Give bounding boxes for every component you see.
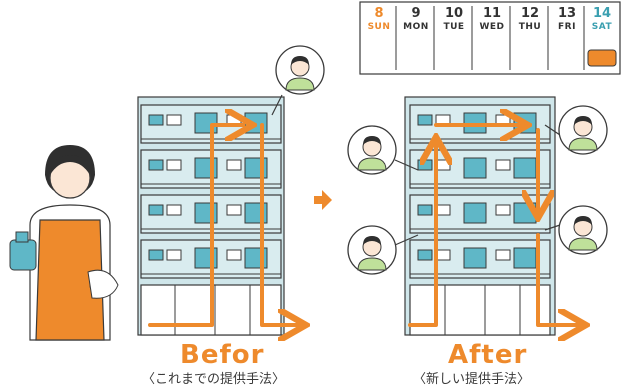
after-title: After bbox=[448, 340, 528, 370]
after-resident-bubbles bbox=[347, 105, 608, 275]
after-building bbox=[404, 96, 556, 336]
before-title: Befor bbox=[180, 340, 265, 370]
after-route-arrows bbox=[408, 125, 578, 325]
woman-with-spray-icon bbox=[9, 145, 119, 341]
calendar-strip bbox=[359, 1, 621, 75]
after-subtitle: 〈新しい提供手法〉 bbox=[413, 372, 531, 387]
transition-arrow-icon bbox=[314, 190, 332, 210]
before-resident-bubble bbox=[271, 45, 325, 116]
before-subtitle: 〈これまでの提供手法〉 bbox=[142, 372, 286, 387]
